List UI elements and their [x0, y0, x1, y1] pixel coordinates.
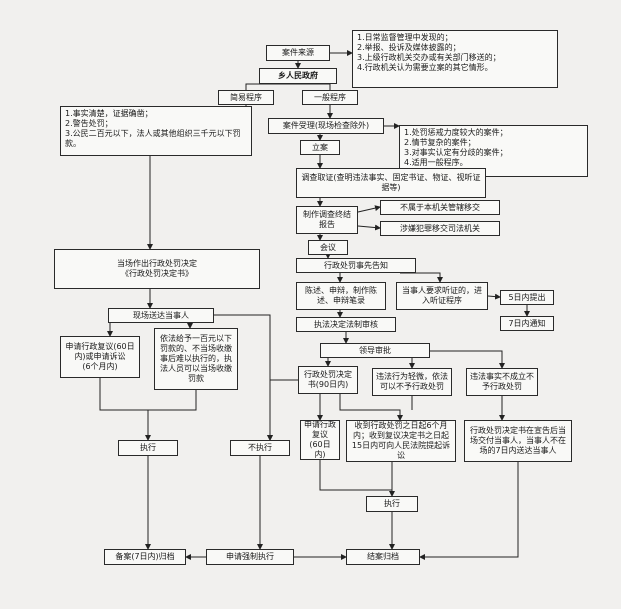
connector	[99, 378, 151, 441]
litigation-box: 收到行政处罚之日起6个月内；收到复议决定书之日起15日内可向人民法院提起诉讼	[346, 420, 456, 462]
connector	[487, 293, 501, 300]
meeting-box: 会议	[308, 240, 348, 255]
apply-review-simple-box: 申请行政复议(60日内)或申请诉讼 (6个月内)	[60, 336, 140, 378]
on-site-collection-box: 依法给予一百元以下罚款的、不当场收缴事后难以执行的，执法人员可以当场收缴罚款	[154, 328, 238, 390]
facts-not-established-box: 违法事实不成立不予行政处罚	[466, 368, 538, 396]
execute-right-box: 执行	[366, 496, 418, 512]
legal-review-box: 执法决定法制审核	[296, 317, 396, 332]
apply-review-general-box: 申请行政复议 (60日内)	[300, 420, 340, 460]
close-archive-box: 结案归档	[346, 549, 420, 565]
connector	[339, 394, 403, 421]
simple-procedure-box: 简易程序	[218, 90, 274, 105]
on-site-decision-box: 当场作出行政处罚决定 《行政处罚决定书》	[54, 249, 260, 289]
deliver-party-box: 现场送达当事人	[108, 308, 214, 323]
case-source-box: 案件来源	[266, 45, 330, 61]
seven-days-box: 7日内通知	[500, 316, 554, 331]
connector	[357, 224, 381, 231]
transfer-jurisdiction-box: 不属于本机关管辖移交	[380, 200, 500, 215]
archive-7-days-box: 备案(7日内)归档	[104, 549, 186, 565]
case-source-list-box: 1.日常监督管理中发现的； 2.举报、投诉及媒体披露的； 3.上级行政机关交办或…	[352, 30, 558, 88]
leader-approval-box: 领导审批	[320, 343, 430, 358]
minor-violation-box: 违法行为轻微，依法可以不予行政处罚	[372, 368, 452, 396]
general-procedure-box: 一般程序	[302, 90, 358, 105]
connector	[319, 460, 392, 491]
hearing-box: 当事人要求听证的，进入听证程序	[396, 282, 488, 310]
not-execute-box: 不执行	[230, 440, 290, 456]
enforcement-box: 申请强制执行	[206, 549, 294, 565]
transfer-judicial-box: 涉嫌犯罪移交司法机关	[380, 221, 500, 236]
connector	[357, 205, 381, 213]
filing-box: 立案	[300, 140, 340, 155]
case-acceptance-box: 案件受理(现场检查除外)	[268, 118, 384, 134]
connector	[267, 379, 298, 441]
connector	[148, 390, 197, 411]
execute-left-box: 执行	[118, 440, 178, 456]
statement-defense-box: 陈述、申辩，制作陈述、申辩笔录	[296, 282, 386, 310]
five-days-box: 5日内提出	[500, 290, 554, 305]
connector	[400, 272, 443, 283]
serve-decision-box: 行政处罚决定书在宣告后当场交付当事人，当事人不在场的7日内送达当事人	[464, 420, 572, 462]
prior-notice-box: 行政处罚事先告知	[296, 258, 416, 273]
final-report-box: 制作调查终结报告	[296, 206, 358, 234]
township-government-box: 乡人民政府	[259, 68, 337, 84]
simple-conditions-box: 1.事实清楚，证据确凿； 2.警告处罚； 3.公民二百元以下，法人或其他组织三千…	[60, 106, 252, 156]
connector	[419, 462, 519, 560]
investigation-box: 调查取证(查明违法事实、固定书证、物证、视听证据等)	[296, 168, 486, 198]
connector	[245, 83, 331, 90]
decision-90-days-box: 行政处罚决定书(90日内)	[298, 366, 358, 394]
connector	[430, 350, 505, 369]
